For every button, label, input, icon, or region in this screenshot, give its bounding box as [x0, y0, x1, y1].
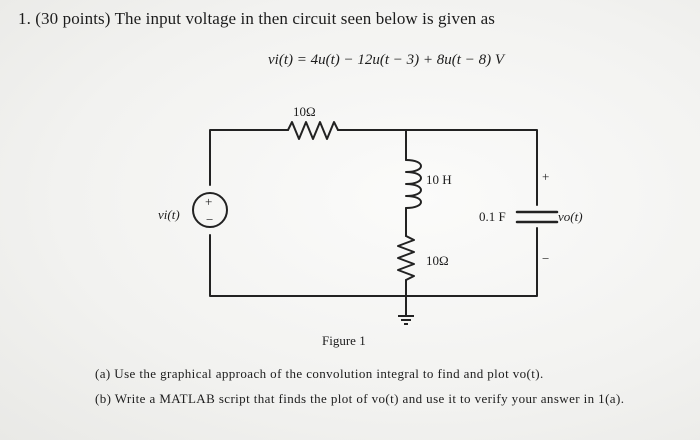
output-voltage-label: vo(t) [558, 209, 583, 224]
wire-top-right [337, 129, 538, 206]
voltage-source-symbol [192, 192, 228, 228]
figure-caption: Figure 1 [322, 333, 366, 348]
inductor-symbol [405, 159, 422, 209]
ground-icon [398, 315, 414, 325]
source-label: vi(t) [158, 207, 180, 222]
capacitor-label: 0.1 F [479, 209, 506, 224]
question-part-b: (b) Write a MATLAB script that finds the… [95, 391, 625, 406]
bottom-resistor-label: 10Ω [426, 253, 449, 268]
top-resistor-label: 10Ω [293, 104, 316, 119]
source-plus-sign: + [205, 194, 212, 209]
top-resistor-symbol [287, 121, 339, 140]
bottom-resistor-symbol [397, 235, 415, 281]
source-minus-sign: − [206, 212, 213, 227]
problem-heading: 1. (30 points) The input voltage in then… [18, 9, 496, 28]
input-voltage-equation: vi(t) = 4u(t) − 12u(t − 3) + 8u(t − 8) V [268, 52, 504, 68]
inductor-label: 10 H [426, 172, 452, 187]
output-plus-sign: + [542, 169, 549, 184]
wire-left-top [209, 129, 289, 186]
output-minus-sign: − [542, 251, 549, 266]
wire-bottom [209, 227, 538, 297]
question-part-a: (a) Use the graphical approach of the co… [95, 366, 544, 381]
